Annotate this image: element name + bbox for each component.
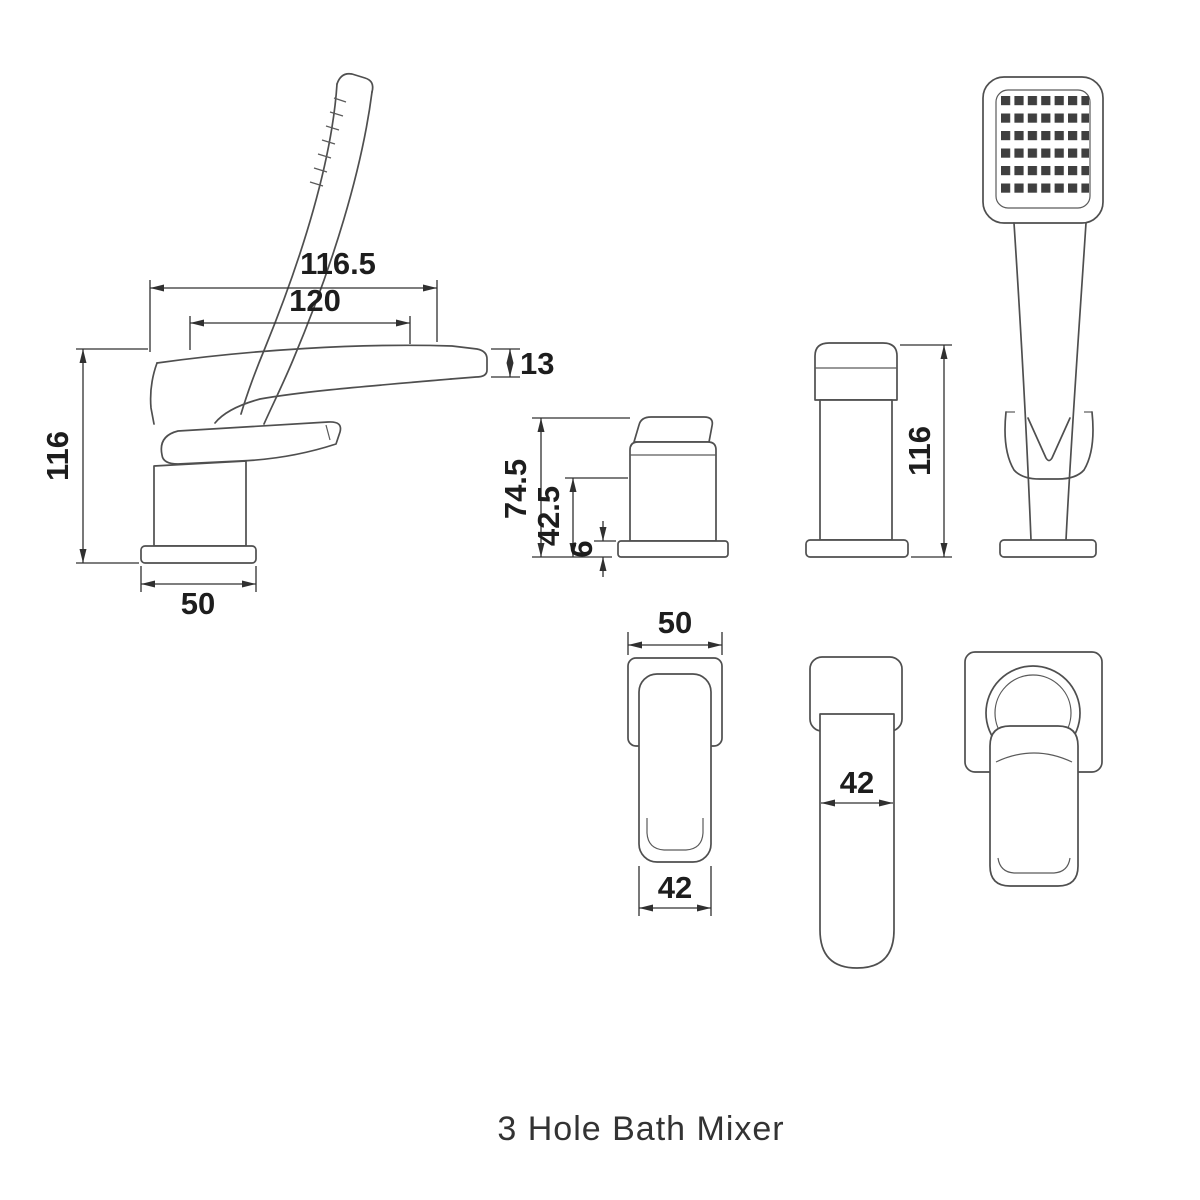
lever-tip-line: [325, 424, 331, 441]
valve-base-plate: [617, 540, 729, 558]
dim-label-spout-width: 42: [840, 765, 874, 800]
mount-body: [819, 399, 893, 541]
lever-inner-line: [646, 818, 704, 851]
grip-bottom-arc: [997, 857, 1071, 874]
dim-label-valve-plate-width: 50: [658, 605, 692, 640]
dim-label-total-projection: 116.5: [300, 246, 376, 281]
dimension-valve-body-height: 42.5: [531, 477, 628, 557]
shower-handle-right-edge: [1065, 222, 1087, 541]
dim-label-spout-reach: 120: [289, 283, 341, 318]
nozzle-grid: [1001, 96, 1089, 200]
shower-handle-left-edge: [1013, 222, 1032, 541]
spout-body-top: [819, 713, 895, 969]
drawing-title: 3 Hole Bath Mixer: [497, 1110, 784, 1148]
dimension-spout-reach: 120: [189, 283, 411, 350]
dimension-handset-mount-height: 116: [900, 344, 952, 558]
filler-body: [153, 460, 247, 547]
dimension-valve-total-height: 74.5: [498, 417, 630, 558]
figure-handshower-front: [982, 76, 1104, 558]
figure-valve-top: [627, 657, 723, 863]
dim-label-handset-mount-height: 116: [902, 426, 937, 476]
dimension-filler-base-width: 50: [140, 566, 257, 621]
handset-wand: [240, 72, 374, 425]
mount-base-plate: [805, 539, 909, 558]
figure-spout-top: [809, 656, 903, 969]
figure-handset-holder-top: [964, 651, 1103, 887]
grip-shoulder-arc: [995, 752, 1073, 763]
valve-lever-top: [638, 673, 712, 863]
dim-label-valve-body-height: 42.5: [531, 486, 566, 546]
dim-label-filler-base-width: 50: [181, 586, 215, 621]
mount-cap: [814, 342, 898, 401]
dimension-spout-width: 42: [821, 765, 893, 807]
dimension-valve-plate-width: 50: [627, 605, 723, 655]
figure-valve-side: [617, 416, 729, 558]
shower-face-outline: [995, 89, 1091, 209]
dimension-filler-height: 116: [40, 348, 148, 564]
dimension-base-plate-thickness: 6: [564, 521, 616, 577]
filler-base-plate: [140, 545, 257, 564]
dimension-spout-tip: 13: [491, 346, 554, 381]
handset-grip-top: [989, 725, 1079, 887]
handset-bracket: [1004, 411, 1094, 480]
wand-spray-face-hatch: [309, 97, 347, 187]
dimension-valve-handle-width: 42: [638, 866, 712, 916]
handset-base-plate: [999, 539, 1097, 558]
dim-label-valve-handle-width: 42: [658, 870, 692, 905]
lever-handle: [160, 421, 342, 465]
valve-body: [629, 441, 717, 542]
dimension-total-projection: 116.5: [149, 246, 438, 352]
figure-bath-filler-side: [140, 72, 488, 564]
bracket-hook: [1027, 417, 1071, 462]
dim-label-spout-tip: 13: [520, 346, 554, 381]
dim-label-base-plate-thickness: 6: [564, 540, 599, 557]
valve-handle: [633, 416, 714, 443]
spout-outline: [149, 344, 488, 425]
figure-handset-mount-side: [805, 342, 909, 558]
dim-label-filler-height: 116: [40, 431, 75, 481]
dim-label-valve-total-height: 74.5: [498, 459, 533, 519]
